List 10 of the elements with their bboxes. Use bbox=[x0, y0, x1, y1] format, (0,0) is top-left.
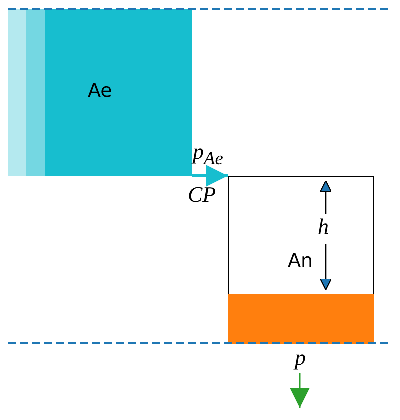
node-label: An bbox=[288, 252, 314, 271]
point-label: CP bbox=[188, 184, 216, 206]
compartment-box bbox=[228, 176, 374, 343]
force-label: p bbox=[295, 347, 306, 369]
arrow bbox=[192, 165, 228, 187]
dimension-label: h bbox=[318, 216, 329, 238]
liquid-layer bbox=[228, 294, 374, 344]
node-label: Ae bbox=[88, 82, 112, 101]
compartment-box bbox=[8, 9, 192, 176]
edge-label: p$_{Ae}$ bbox=[193, 141, 224, 168]
